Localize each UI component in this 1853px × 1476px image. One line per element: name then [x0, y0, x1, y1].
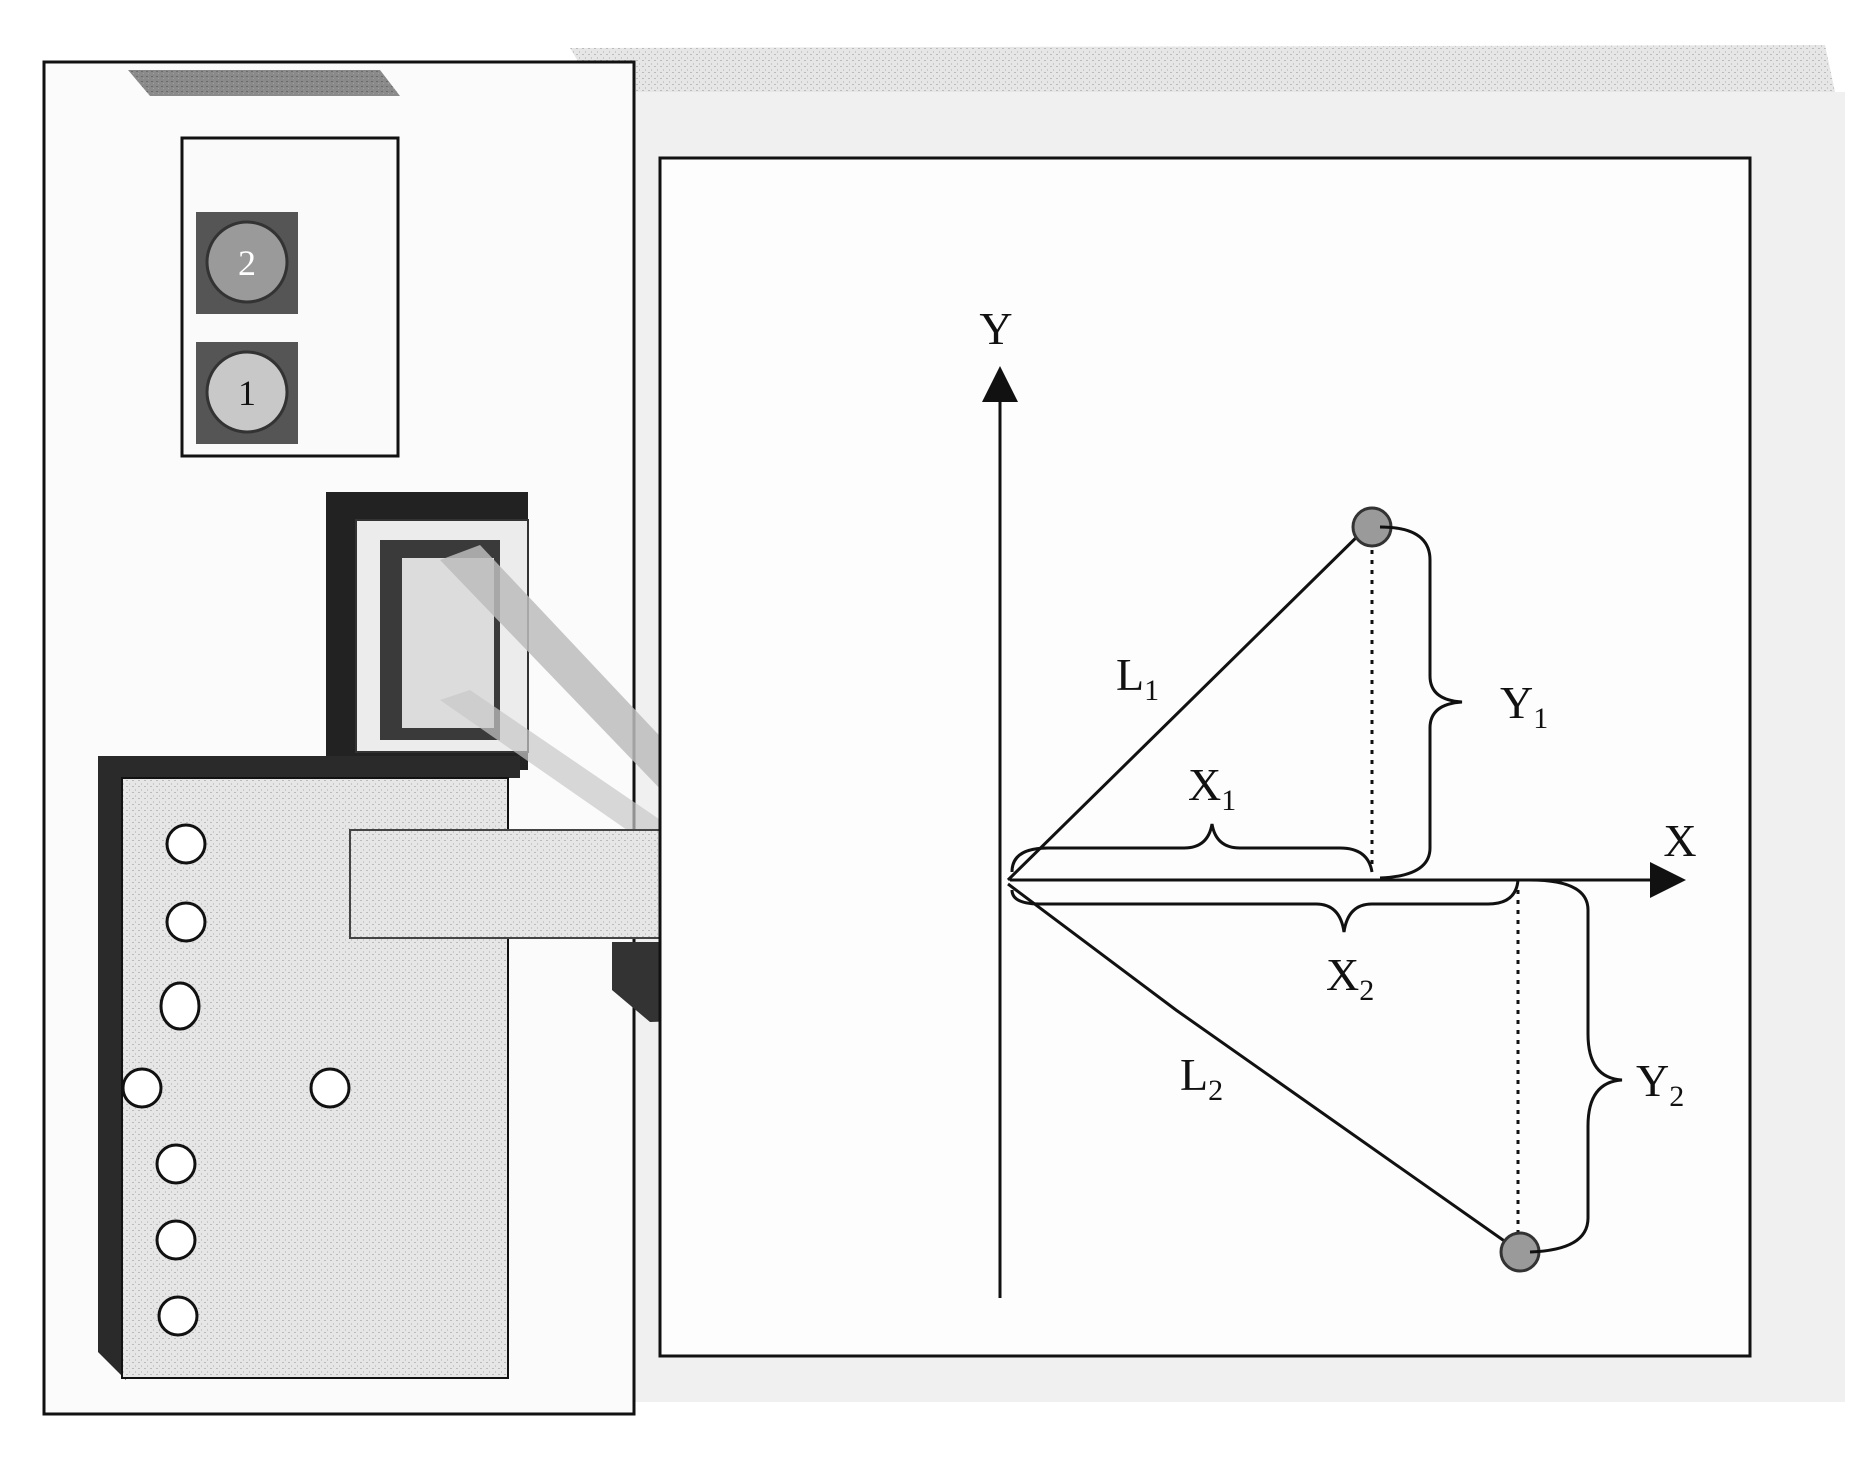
backdrop-top-strip — [570, 45, 1835, 98]
brace-y1 — [1379, 525, 1463, 880]
brace-x1 — [1010, 823, 1374, 873]
button-2-label: 2 — [238, 243, 256, 283]
base-hole — [157, 1295, 199, 1337]
label-x1: X1 — [1188, 759, 1236, 817]
button-panel-shadow — [128, 70, 400, 96]
base-hole — [159, 981, 201, 1031]
line-l1 — [1006, 522, 1372, 882]
base-hole — [155, 1143, 197, 1185]
label-l1: L1 — [1116, 649, 1159, 707]
button-1 — [205, 350, 289, 434]
base-hole — [155, 1219, 197, 1261]
y-axis-label: Y — [979, 303, 1012, 354]
base-hole — [165, 901, 207, 943]
label-y1: Y1 — [1500, 677, 1548, 735]
base-holes — [121, 823, 351, 1337]
light-beam-upper — [440, 545, 720, 820]
line-l2 — [1007, 882, 1521, 1254]
label-x2: X2 — [1326, 949, 1374, 1007]
button-2 — [205, 220, 289, 304]
brace-x2 — [1010, 879, 1520, 933]
x-axis-label: X — [1663, 815, 1696, 866]
measurement-plate — [658, 156, 1752, 1358]
button-1-label: 1 — [238, 373, 256, 413]
label-l2: L2 — [1180, 1049, 1223, 1107]
brace-y2 — [1529, 878, 1623, 1254]
label-y2: Y2 — [1636, 1055, 1684, 1113]
base-hole — [121, 1067, 163, 1109]
base-hole — [165, 823, 207, 865]
base-hole — [309, 1067, 351, 1109]
